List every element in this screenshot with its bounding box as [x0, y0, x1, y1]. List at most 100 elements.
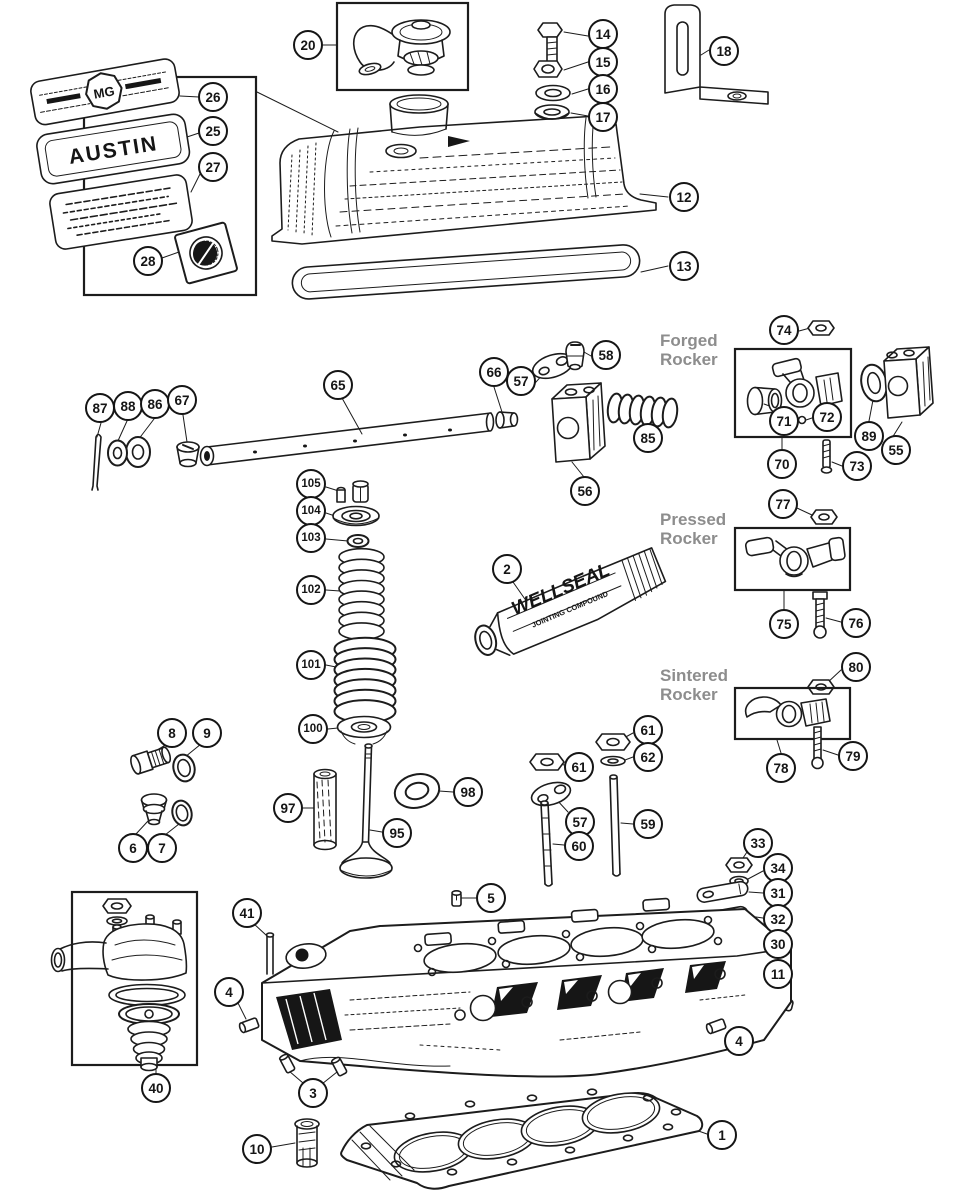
callout-80: 80	[841, 652, 871, 682]
oil-plug-large	[130, 746, 172, 775]
callout-56: 56	[570, 476, 600, 506]
callout-95: 95	[382, 818, 412, 848]
info-plate	[49, 174, 193, 250]
callout-20: 20	[293, 30, 323, 60]
oil-plug-small	[140, 793, 168, 826]
callout-61b: 61	[564, 752, 594, 782]
callout-40: 40	[141, 1073, 171, 1103]
callout-4b: 4	[724, 1026, 754, 1056]
callout-76: 76	[841, 608, 871, 638]
valve-guide	[313, 768, 337, 851]
callout-74: 74	[769, 315, 799, 345]
callout-97: 97	[273, 793, 303, 823]
callout-6: 6	[118, 833, 148, 863]
callout-1: 1	[707, 1120, 737, 1150]
callout-7: 7	[147, 833, 177, 863]
spring-bottom-collar	[336, 715, 392, 745]
callout-41: 41	[232, 898, 262, 928]
callout-71: 71	[769, 406, 799, 436]
callout-65: 65	[323, 370, 353, 400]
callout-26: 26	[198, 82, 228, 112]
callout-62: 62	[633, 742, 663, 772]
plug-washer-9	[172, 753, 196, 783]
callout-73: 73	[842, 451, 872, 481]
rocker-cover-gasket	[291, 244, 641, 300]
mg-badge-plate: MG	[30, 58, 180, 126]
callout-61a: 61	[633, 715, 663, 745]
water-sleeve	[294, 1118, 320, 1168]
cylinder-head	[261, 897, 792, 1078]
austin-badge-plate: AUSTIN	[36, 113, 191, 185]
callout-33: 33	[743, 828, 773, 858]
callout-67: 67	[167, 385, 197, 415]
rocker-shaft	[199, 412, 495, 467]
callout-25: 25	[198, 116, 228, 146]
callout-105: 105	[296, 469, 326, 499]
rocker-pillar	[551, 382, 606, 463]
british-leyland-badge	[174, 221, 238, 285]
head-gasket	[340, 1088, 704, 1190]
callout-75: 75	[769, 609, 799, 639]
callout-66: 66	[479, 357, 509, 387]
dowel-4-left	[238, 1017, 260, 1034]
shaft-locating-screw	[176, 441, 200, 468]
callout-27: 27	[198, 152, 228, 182]
callout-16: 16	[588, 74, 618, 104]
callout-72: 72	[812, 402, 842, 432]
oil-filler-cap-group	[335, 1, 470, 92]
callout-18: 18	[709, 36, 739, 66]
pressed-rocker-group	[733, 509, 852, 639]
thermostat-housing-group	[50, 890, 199, 1072]
callout-3: 3	[298, 1078, 328, 1108]
callout-78: 78	[766, 753, 796, 783]
shaft-plug	[495, 411, 519, 429]
callout-85: 85	[633, 423, 663, 453]
valve-spring-cap	[332, 505, 380, 527]
callout-79: 79	[838, 741, 868, 771]
callout-77: 77	[768, 489, 798, 519]
callout-59: 59	[633, 809, 663, 839]
callout-60: 60	[564, 831, 594, 861]
tab-washer-and-screw	[531, 341, 585, 380]
head-stud	[265, 932, 275, 975]
callout-8: 8	[157, 718, 187, 748]
callout-102: 102	[296, 575, 326, 605]
engine-lift-bracket	[664, 4, 769, 105]
callout-70: 70	[767, 449, 797, 479]
callout-34: 34	[763, 853, 793, 883]
callout-10: 10	[242, 1134, 272, 1164]
callout-86: 86	[140, 389, 170, 419]
rocker-cover	[271, 94, 657, 245]
callout-98: 98	[453, 777, 483, 807]
sintered-rocker-group	[733, 679, 852, 770]
label-forged-rocker: Forged Rocker	[660, 331, 718, 369]
cover-bolt-set	[533, 22, 571, 120]
callout-58: 58	[591, 340, 621, 370]
mg-badge-text: MG	[92, 83, 115, 101]
callout-17: 17	[588, 102, 618, 132]
callout-28: 28	[133, 246, 163, 276]
valve-collets	[336, 480, 369, 503]
callout-13: 13	[669, 251, 699, 281]
plug-washer-7	[171, 799, 193, 827]
callout-57a: 57	[506, 366, 536, 396]
callout-104: 104	[296, 496, 326, 526]
label-pressed-rocker: Pressed Rocker	[660, 510, 727, 548]
label-sintered-rocker: Sintered Rocker	[660, 666, 729, 704]
dowels-3	[278, 1053, 348, 1077]
callout-103: 103	[296, 523, 326, 553]
callout-14: 14	[588, 19, 618, 49]
callout-11: 11	[763, 959, 793, 989]
dowel-4-right	[705, 1018, 727, 1035]
valve-ring	[346, 534, 370, 548]
callout-15: 15	[588, 47, 618, 77]
callout-89: 89	[854, 421, 884, 451]
shaft-washers-and-pin	[91, 433, 151, 491]
outer-valve-spring	[333, 636, 397, 724]
callout-55: 55	[881, 435, 911, 465]
callout-101: 101	[296, 650, 326, 680]
valve-stem-seal	[393, 773, 441, 809]
position-arrow-icon	[448, 136, 470, 147]
callout-4a: 4	[214, 977, 244, 1007]
